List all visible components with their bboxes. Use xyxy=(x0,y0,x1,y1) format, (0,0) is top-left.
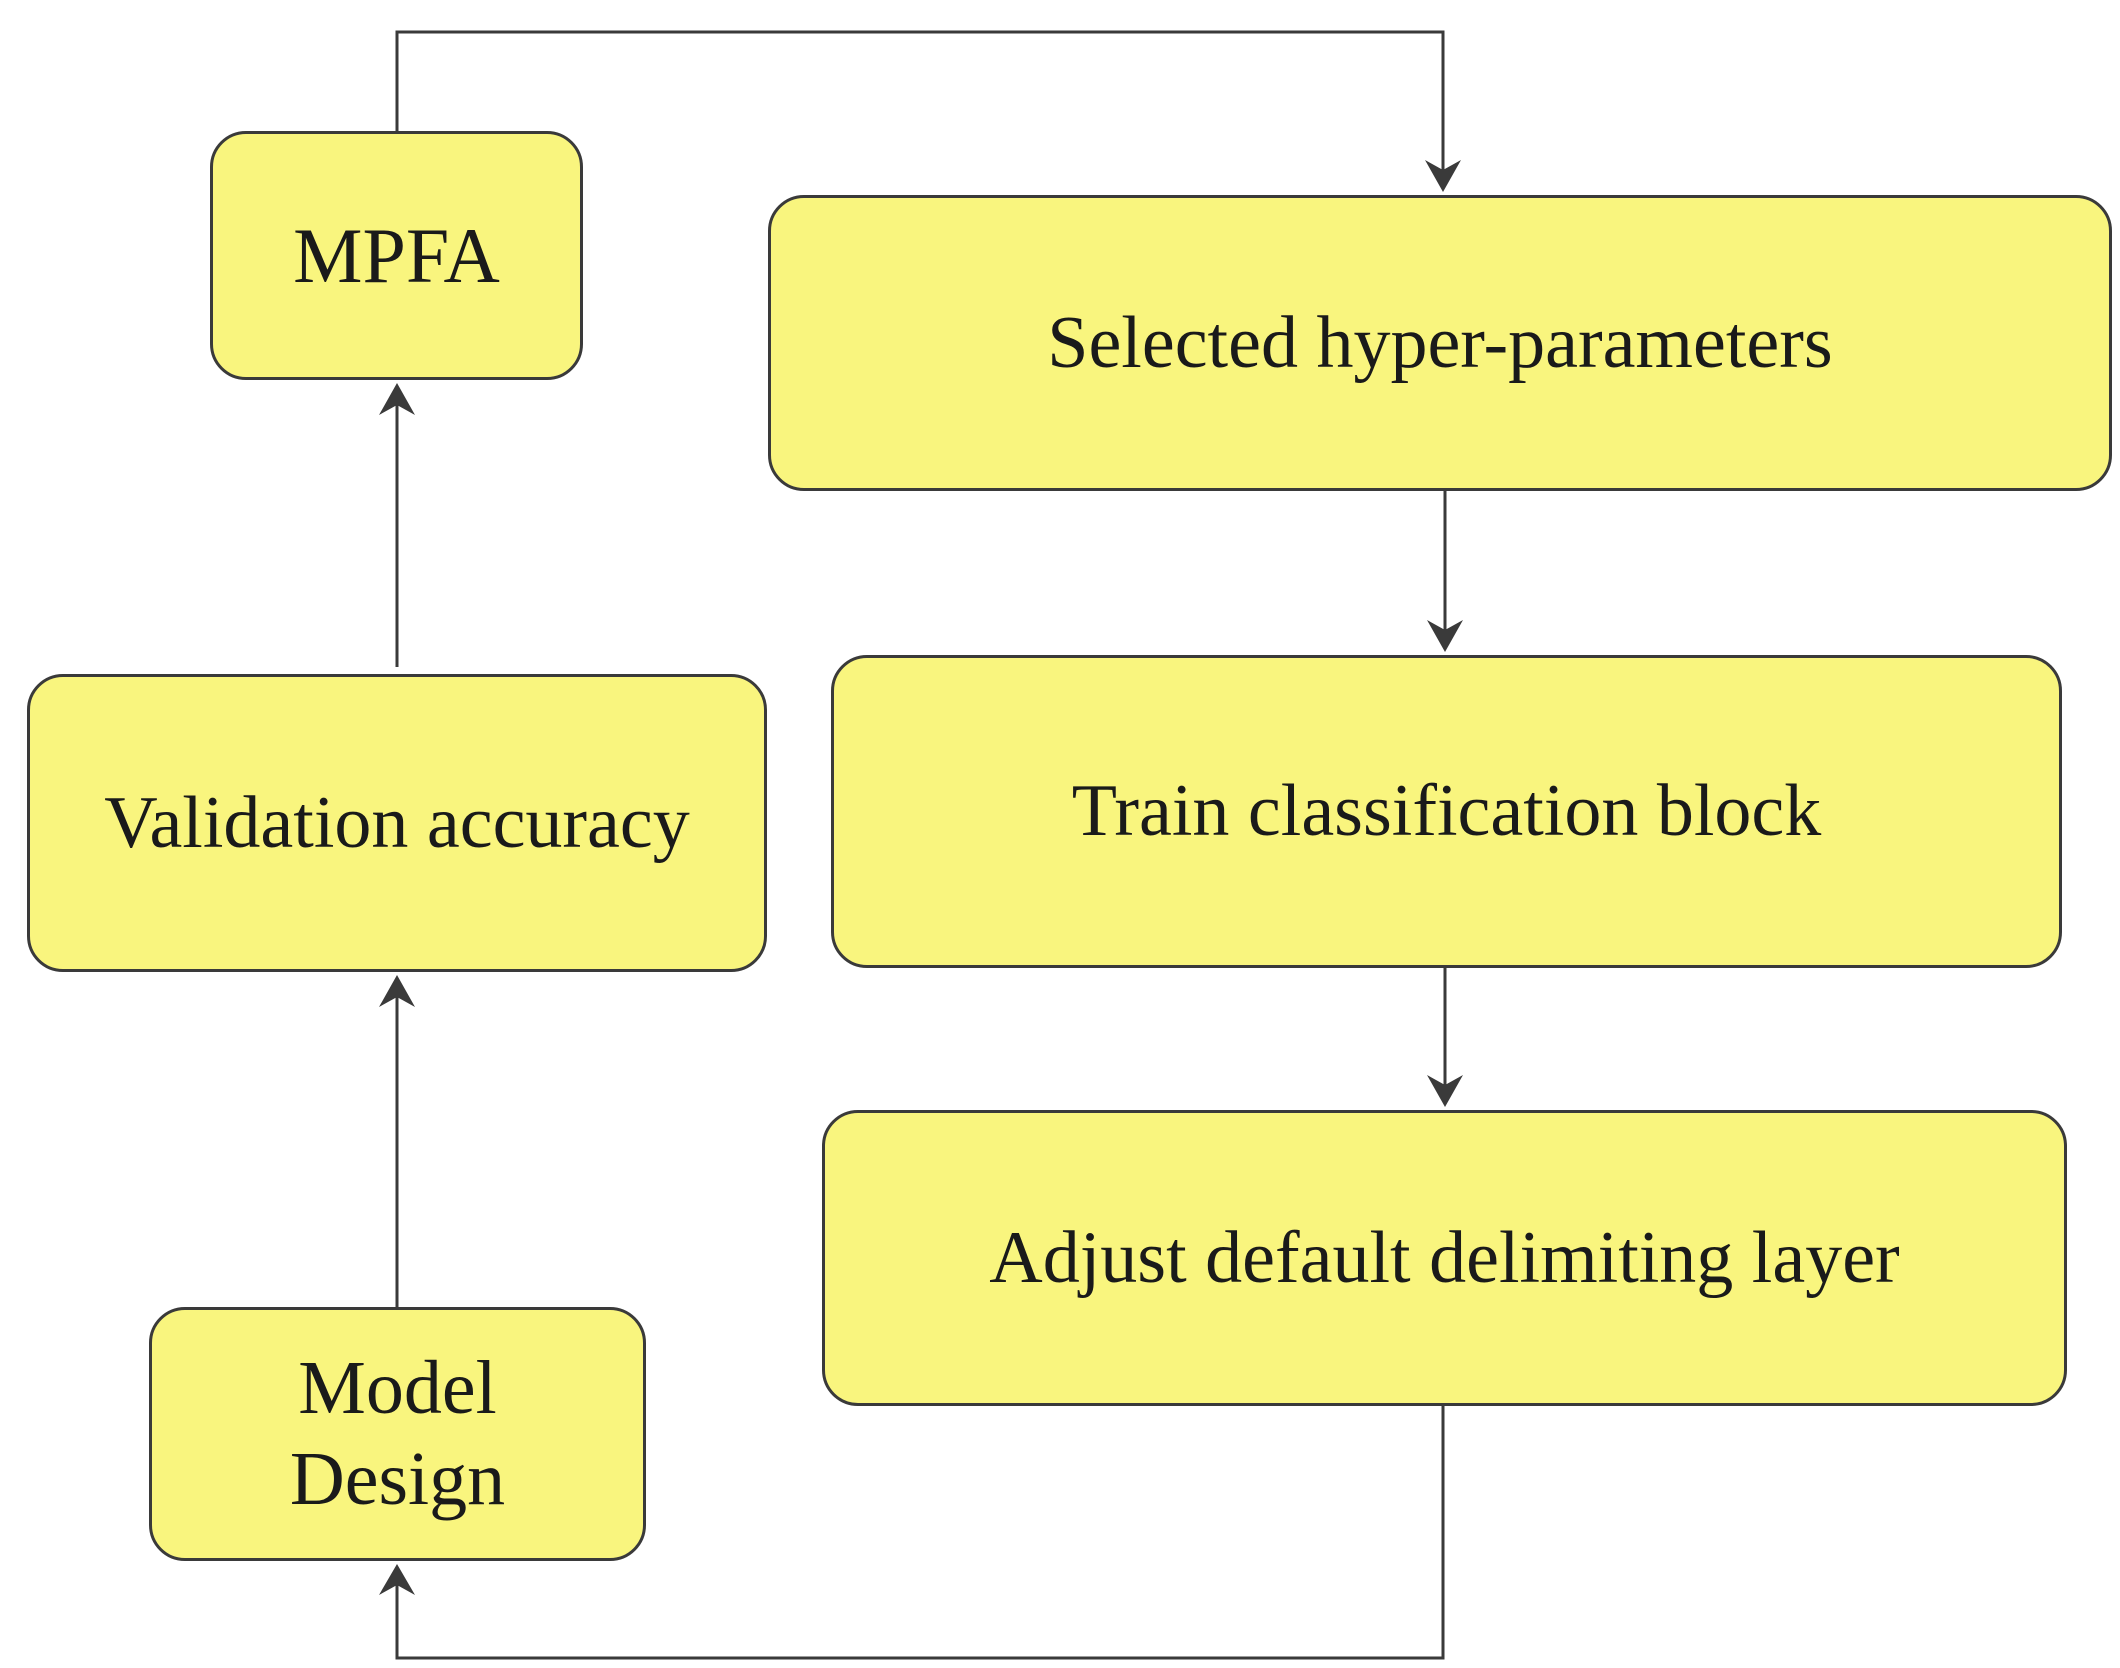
arrowhead-into-validation xyxy=(379,975,415,1007)
node-validation-accuracy-label: Validation accuracy xyxy=(104,781,690,864)
node-validation-accuracy: Validation accuracy xyxy=(27,674,767,972)
node-selected-hyperparameters: Selected hyper-parameters xyxy=(768,195,2112,491)
node-train-classification-block: Train classification block xyxy=(831,655,2062,968)
arrowhead-into-selected xyxy=(1425,160,1461,192)
node-adjust-default-delimiting-layer: Adjust default delimiting layer xyxy=(822,1110,2067,1406)
node-adjust-default-delimiting-layer-label: Adjust default delimiting layer xyxy=(989,1216,1900,1299)
node-train-classification-block-label: Train classification block xyxy=(1071,770,1822,853)
node-selected-hyperparameters-label: Selected hyper-parameters xyxy=(1047,301,1833,384)
node-mpfa-label: MPFA xyxy=(293,211,500,299)
node-mpfa: MPFA xyxy=(210,131,583,380)
node-model-design-label: Model Design xyxy=(289,1345,506,1521)
connector-mpfa-to-selected xyxy=(395,30,1445,170)
arrowhead-into-adjust xyxy=(1427,1075,1463,1107)
connector-adjust-to-model xyxy=(395,1406,1445,1660)
node-model-design: Model Design xyxy=(149,1307,646,1561)
arrowhead-into-mpfa xyxy=(379,383,415,415)
arrowhead-into-model xyxy=(379,1564,415,1595)
arrowhead-into-train xyxy=(1427,620,1463,652)
